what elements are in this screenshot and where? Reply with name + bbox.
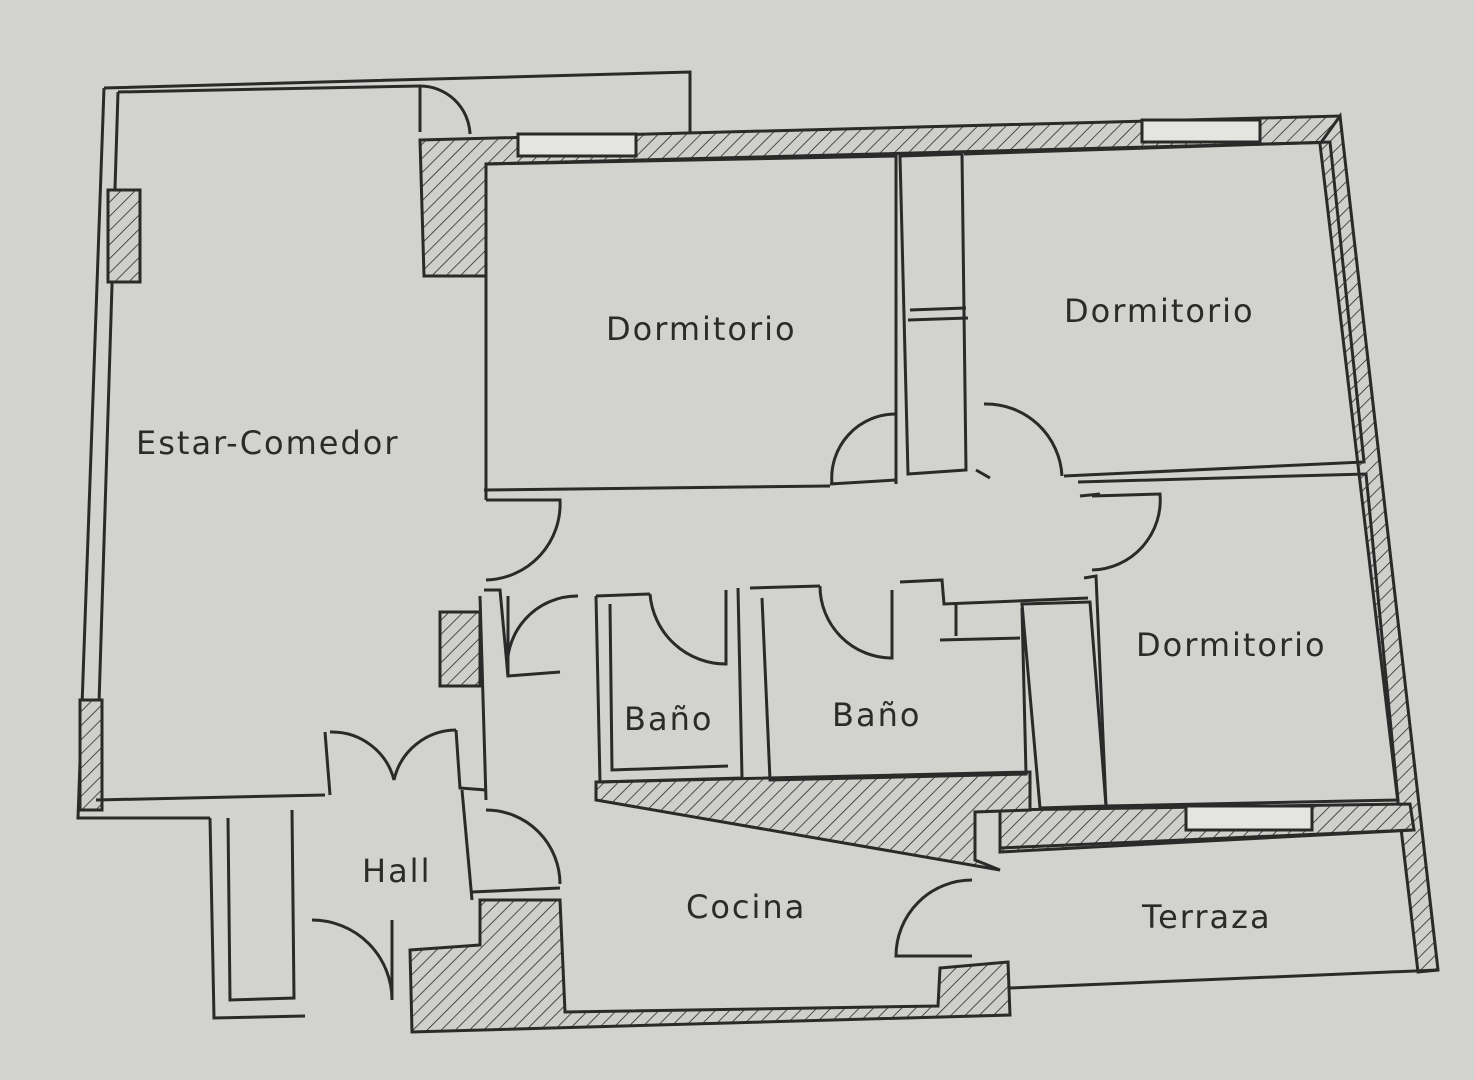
- window-dormitorio-1: [516, 132, 638, 158]
- window-dormitorio-3: [1184, 804, 1314, 832]
- interior-walls: [95, 140, 1400, 901]
- windows: [516, 118, 1314, 832]
- label-dormitorio-1: Dormitorio: [606, 310, 797, 348]
- label-bano-1: Baño: [624, 700, 713, 738]
- room-labels: Estar-Comedor Dormitorio Dormitorio Dorm…: [136, 292, 1327, 936]
- label-cocina: Cocina: [686, 888, 806, 926]
- label-dormitorio-3: Dormitorio: [1136, 626, 1327, 664]
- label-terraza: Terraza: [1141, 898, 1272, 936]
- label-dormitorio-2: Dormitorio: [1064, 292, 1255, 330]
- label-bano-2: Baño: [832, 696, 921, 734]
- label-hall: Hall: [362, 852, 431, 890]
- doors: [311, 84, 1162, 1001]
- window-dormitorio-2: [1140, 118, 1262, 144]
- label-estar-comedor: Estar-Comedor: [136, 424, 400, 462]
